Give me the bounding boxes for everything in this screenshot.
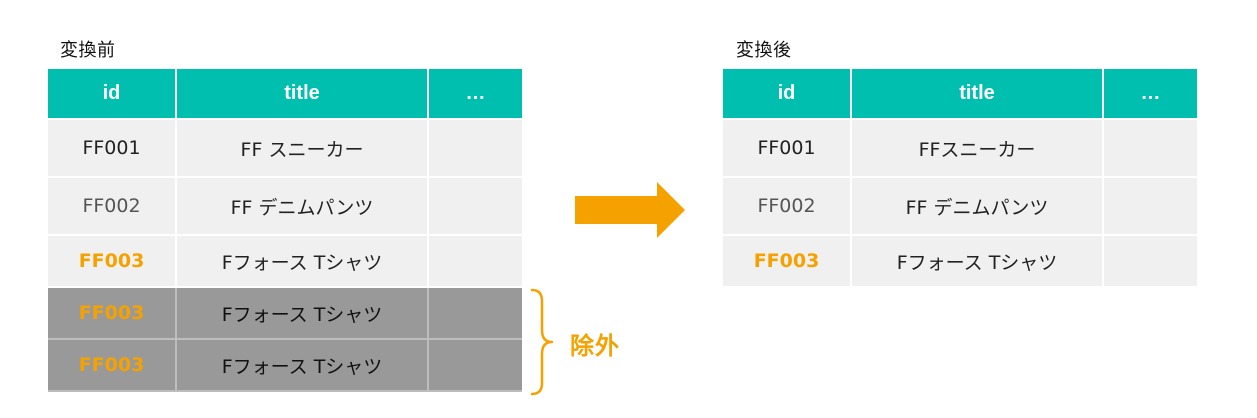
- row-id: FF002: [48, 177, 177, 236]
- row-title: Fフォース Tシャツ: [176, 339, 429, 392]
- after-header-row: id title …: [723, 69, 1197, 120]
- row-title: Fフォース Tシャツ: [176, 287, 429, 340]
- table-row-excluded: FF003 Fフォース Tシャツ: [48, 339, 522, 392]
- before-header-more: …: [428, 69, 522, 120]
- after-header-id: id: [723, 69, 852, 120]
- row-id: FF001: [48, 119, 177, 178]
- row-extra: [428, 119, 522, 178]
- row-extra: [1103, 177, 1197, 236]
- row-id: FF001: [723, 119, 852, 178]
- table-row: FF002 FF デニムパンツ: [723, 177, 1197, 236]
- right-curly-brace-icon: [530, 288, 554, 396]
- row-title: FF デニムパンツ: [851, 177, 1104, 236]
- row-id-highlighted: FF003: [48, 235, 177, 288]
- row-extra: [428, 177, 522, 236]
- row-title: Fフォース Tシャツ: [176, 235, 429, 288]
- row-extra: [1103, 119, 1197, 178]
- after-header-title: title: [851, 69, 1104, 120]
- row-id: FF002: [723, 177, 852, 236]
- right-arrow-icon: [575, 182, 685, 238]
- after-header-more: …: [1103, 69, 1197, 120]
- row-title: FF スニーカー: [176, 119, 429, 178]
- table-row: FF002 FF デニムパンツ: [48, 177, 522, 236]
- row-title: FFスニーカー: [851, 119, 1104, 178]
- row-extra: [428, 235, 522, 288]
- before-header-row: id title …: [48, 69, 522, 120]
- row-extra: [1103, 235, 1197, 288]
- after-table: id title … FF001 FFスニーカー FF002 FF デニムパンツ…: [723, 69, 1197, 288]
- table-row: FF001 FFスニーカー: [723, 119, 1197, 178]
- row-extra: [428, 287, 522, 340]
- row-id-highlighted: FF003: [723, 235, 852, 288]
- row-title: Fフォース Tシャツ: [851, 235, 1104, 288]
- before-caption: 変換前: [60, 40, 116, 61]
- row-title: FF デニムパンツ: [176, 177, 429, 236]
- table-row: FF003 Fフォース Tシャツ: [48, 235, 522, 288]
- excluded-label: 除外: [570, 332, 620, 360]
- table-row-excluded: FF003 Fフォース Tシャツ: [48, 287, 522, 340]
- row-id-highlighted: FF003: [48, 287, 177, 340]
- before-header-id: id: [48, 69, 177, 120]
- table-row: FF003 Fフォース Tシャツ: [723, 235, 1197, 288]
- row-id-highlighted: FF003: [48, 339, 177, 392]
- row-extra: [428, 339, 522, 392]
- after-caption: 変換後: [736, 40, 792, 61]
- before-header-title: title: [176, 69, 429, 120]
- table-row: FF001 FF スニーカー: [48, 119, 522, 178]
- before-table: id title … FF001 FF スニーカー FF002 FF デニムパン…: [48, 69, 522, 392]
